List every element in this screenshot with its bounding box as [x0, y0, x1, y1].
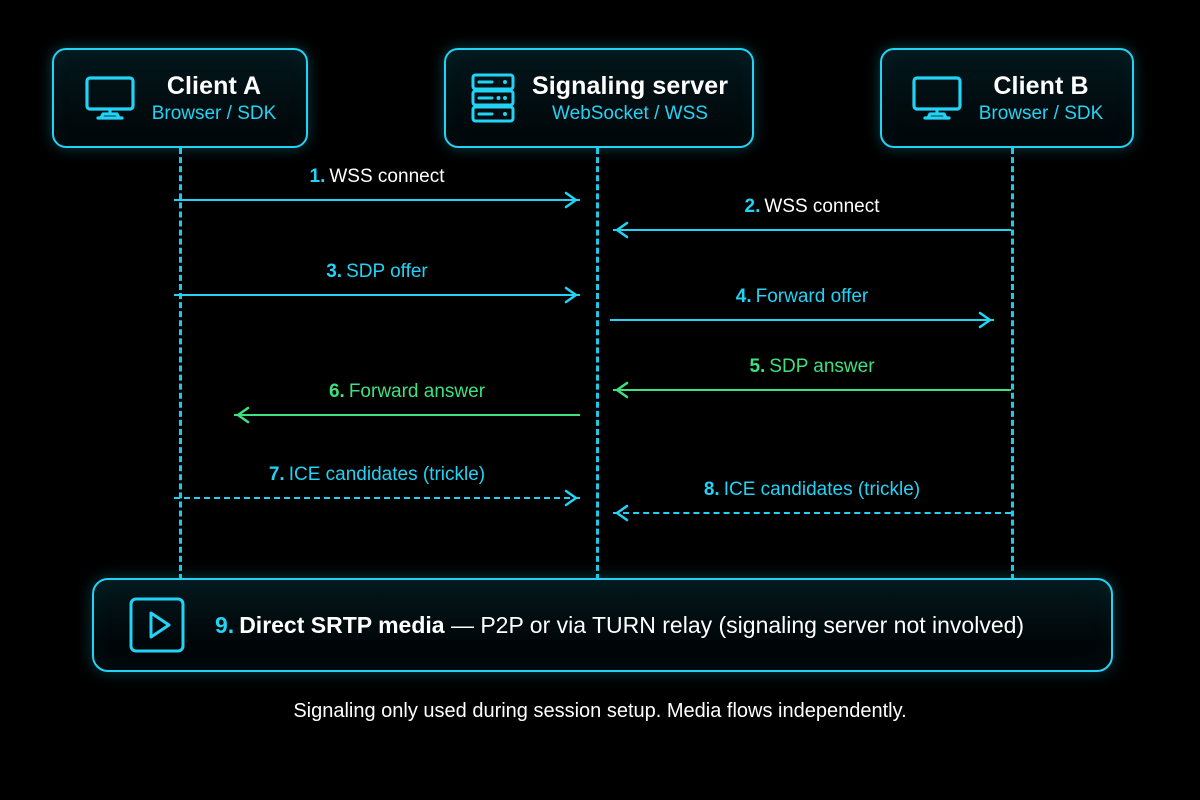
participant-title: Signaling server — [531, 71, 729, 100]
message-label: 5.SDP answer — [613, 357, 1011, 376]
participant-client-b[interactable]: Client B Browser / SDK — [880, 48, 1134, 148]
message-label: 6.Forward answer — [234, 382, 580, 401]
message-text: WSS connect — [764, 196, 880, 217]
message-line — [613, 389, 1011, 391]
banner-number: 9. — [215, 611, 235, 638]
participant-labels: Client A Browser / SDK — [152, 72, 277, 124]
message-text: WSS connect — [329, 166, 445, 187]
participant-subtitle: WebSocket / WSS — [552, 102, 708, 124]
message-line — [174, 199, 580, 201]
banner-rest-text: — P2P or via TURN relay (signaling serve… — [444, 611, 1025, 638]
message-number: 7. — [268, 464, 285, 485]
message-number: 1. — [309, 166, 326, 187]
banner-label: 9.Direct SRTP media — P2P or via TURN re… — [215, 612, 1024, 639]
message-line — [174, 294, 580, 296]
message-number: 5. — [749, 356, 766, 377]
lifeline-client-b — [1011, 148, 1014, 580]
message-1-wss-connect[interactable]: 1.WSS connect — [174, 155, 580, 209]
message-label: 7.ICE candidates (trickle) — [174, 465, 580, 484]
participant-signaling-server[interactable]: Signaling server WebSocket / WSS — [444, 48, 754, 148]
participant-title: Client A — [166, 71, 262, 100]
banner-strong-text: Direct SRTP media — [239, 611, 445, 638]
play-icon — [129, 597, 185, 653]
message-text: ICE candidates (trickle) — [288, 464, 486, 485]
direct-media-banner[interactable]: 9.Direct SRTP media — P2P or via TURN re… — [92, 578, 1113, 672]
message-5-sdp-answer[interactable]: 5.SDP answer — [613, 345, 1011, 399]
message-text: ICE candidates (trickle) — [723, 479, 921, 500]
participant-labels: Signaling server WebSocket / WSS — [532, 72, 728, 124]
monitor-icon — [84, 74, 136, 122]
message-label: 4.Forward offer — [610, 287, 994, 306]
message-number: 8. — [703, 479, 720, 500]
lifeline-client-a — [179, 148, 182, 580]
message-text: SDP answer — [769, 356, 875, 377]
message-number: 6. — [328, 381, 345, 402]
participant-labels: Client B Browser / SDK — [979, 72, 1104, 124]
message-7-ice-candidates[interactable]: 7.ICE candidates (trickle) — [174, 453, 580, 507]
message-8-ice-candidates[interactable]: 8.ICE candidates (trickle) — [613, 468, 1011, 522]
message-text: Forward offer — [755, 286, 869, 307]
participant-subtitle: Browser / SDK — [978, 102, 1104, 124]
message-2-wss-connect[interactable]: 2.WSS connect — [613, 185, 1011, 239]
message-line — [234, 414, 580, 416]
message-text: SDP offer — [346, 261, 428, 282]
server-rack-icon — [470, 72, 516, 124]
diagram-caption: Signaling only used during session setup… — [293, 700, 907, 722]
participant-client-a[interactable]: Client A Browser / SDK — [52, 48, 308, 148]
message-label: 8.ICE candidates (trickle) — [613, 480, 1011, 499]
message-line — [610, 319, 994, 321]
message-label: 3.SDP offer — [174, 262, 580, 281]
message-label: 1.WSS connect — [174, 167, 580, 186]
monitor-icon — [911, 74, 963, 122]
message-number: 2. — [744, 196, 761, 217]
message-line — [613, 229, 1011, 231]
message-number: 3. — [326, 261, 343, 282]
message-6-forward-answer[interactable]: 6.Forward answer — [234, 370, 580, 424]
message-3-sdp-offer[interactable]: 3.SDP offer — [174, 250, 580, 304]
message-line — [613, 512, 1011, 514]
participant-subtitle: Browser / SDK — [151, 102, 277, 124]
message-4-forward-offer[interactable]: 4.Forward offer — [610, 275, 994, 329]
participant-title: Client B — [993, 71, 1089, 100]
message-label: 2.WSS connect — [613, 197, 1011, 216]
message-number: 4. — [735, 286, 752, 307]
message-line — [174, 497, 580, 499]
lifeline-signaling-server — [596, 148, 599, 580]
message-text: Forward answer — [348, 381, 486, 402]
